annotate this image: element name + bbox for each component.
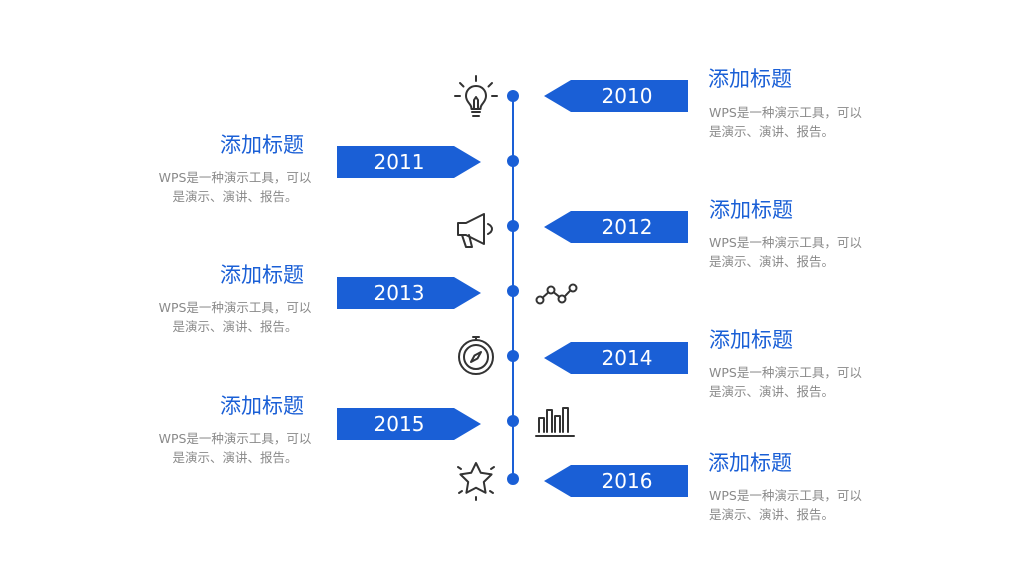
item-desc-2010: WPS是一种演示工具，可以是演示、演讲、报告。 — [709, 105, 862, 139]
item-title-2015: 添加标题 — [220, 394, 304, 418]
compass-icon — [454, 333, 498, 377]
year-flag-2014: 2014 — [544, 342, 688, 374]
year-label: 2014 — [601, 346, 653, 370]
timeline-dot-2013 — [507, 285, 519, 297]
year-flag-2011: 2011 — [337, 146, 481, 178]
year-label: 2016 — [601, 469, 653, 493]
item-desc-2016: WPS是一种演示工具，可以是演示、演讲、报告。 — [709, 488, 862, 522]
year-label: 2012 — [601, 215, 653, 239]
line-chart-icon — [534, 272, 578, 316]
item-title-2012: 添加标题 — [709, 198, 793, 222]
item-title-2010: 添加标题 — [708, 67, 792, 91]
megaphone-icon — [454, 208, 498, 252]
item-desc-2012: WPS是一种演示工具，可以是演示、演讲、报告。 — [709, 235, 862, 269]
year-flag-2010: 2010 — [544, 80, 688, 112]
item-desc-2014: WPS是一种演示工具，可以是演示、演讲、报告。 — [709, 365, 862, 399]
timeline-dot-2010 — [507, 90, 519, 102]
timeline-dot-2014 — [507, 350, 519, 362]
year-flag-2013: 2013 — [337, 277, 481, 309]
year-flag-2015: 2015 — [337, 408, 481, 440]
year-label: 2015 — [373, 412, 425, 436]
year-flag-2012: 2012 — [544, 211, 688, 243]
item-desc-2013: WPS是一种演示工具，可以是演示、演讲、报告。 — [158, 300, 312, 334]
year-label: 2010 — [601, 84, 653, 108]
item-title-2016: 添加标题 — [708, 451, 792, 475]
year-flag-2016: 2016 — [544, 465, 688, 497]
timeline-dot-2015 — [507, 415, 519, 427]
timeline-dot-2016 — [507, 473, 519, 485]
lightbulb-icon — [454, 74, 498, 118]
item-title-2014: 添加标题 — [709, 328, 793, 352]
item-title-2013: 添加标题 — [220, 263, 304, 287]
timeline-dot-2012 — [507, 220, 519, 232]
item-title-2011: 添加标题 — [220, 133, 304, 157]
year-label: 2013 — [373, 281, 425, 305]
bar-chart-icon — [533, 398, 577, 442]
timeline-dot-2011 — [507, 155, 519, 167]
item-desc-2015: WPS是一种演示工具，可以是演示、演讲、报告。 — [158, 431, 312, 465]
item-desc-2011: WPS是一种演示工具，可以是演示、演讲、报告。 — [158, 170, 312, 204]
star-icon — [454, 457, 498, 501]
year-label: 2011 — [373, 150, 425, 174]
